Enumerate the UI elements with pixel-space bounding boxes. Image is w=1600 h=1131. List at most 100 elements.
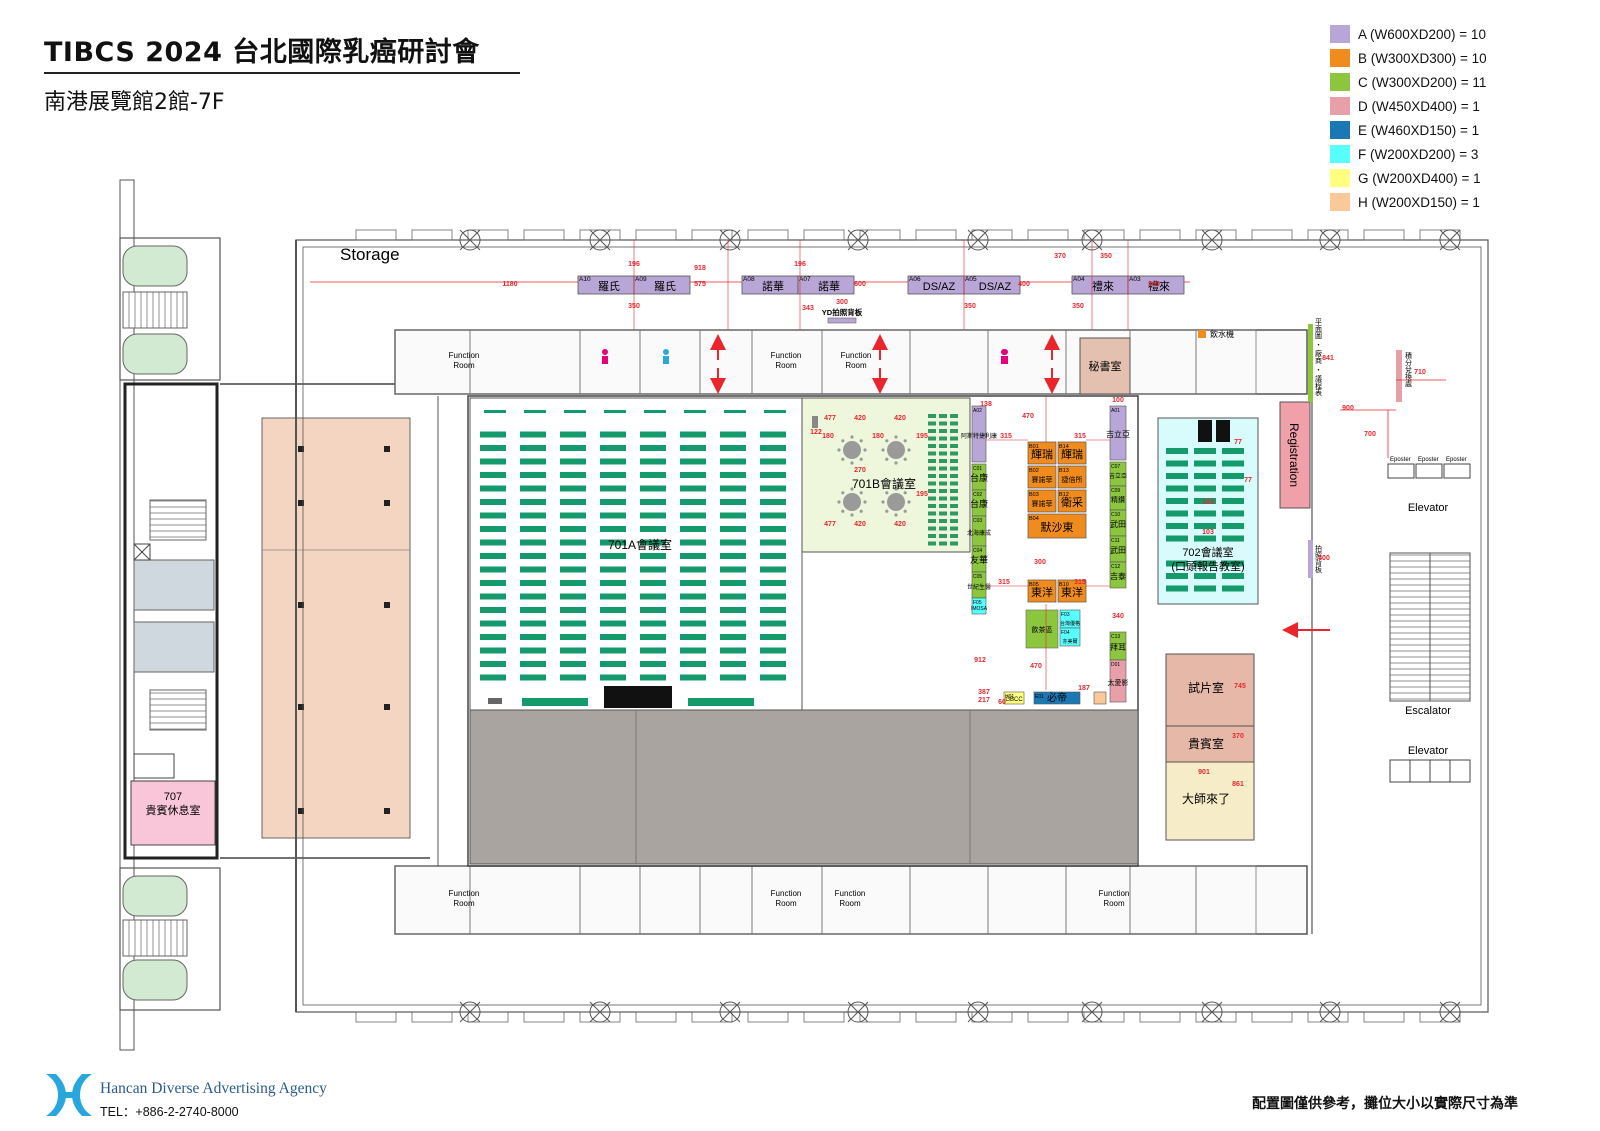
seat-row [520, 620, 546, 627]
seat-row [520, 499, 546, 505]
window [1251, 229, 1293, 241]
seat-row [600, 458, 626, 465]
seat-row [600, 472, 626, 478]
seat [950, 459, 958, 463]
dimension-label: 420 [894, 415, 906, 422]
booth-name: DS/AZ [979, 281, 1012, 293]
secretary-room [1079, 337, 1131, 395]
seat-row [680, 566, 706, 573]
seat-row [520, 674, 546, 681]
seat-row [760, 485, 786, 492]
dimension-label: 343 [802, 305, 814, 312]
column [967, 1001, 989, 1023]
dimension-label: 710 [1414, 369, 1426, 376]
seat-row [680, 661, 706, 667]
booth-code: A01 [1111, 408, 1120, 414]
function-room-label: Function [771, 351, 802, 360]
seat-row [640, 661, 666, 667]
function-room-label: Room [775, 899, 797, 908]
seat-row [720, 620, 746, 627]
window [355, 229, 397, 241]
column [589, 229, 611, 251]
function-room-label: Function [449, 351, 480, 360]
booth-b04 [1027, 513, 1087, 539]
seat-row [640, 431, 666, 438]
dimension-label: 340 [1112, 613, 1124, 620]
seat [939, 451, 947, 456]
dimension-label: 387 [978, 689, 990, 696]
window [1139, 1011, 1181, 1023]
seat-row [720, 512, 746, 519]
agency-logo-icon [46, 1074, 92, 1116]
pillar [298, 704, 304, 710]
legend-item: G (W200XD400) = 1 [1330, 166, 1487, 190]
seat-row [1166, 448, 1188, 454]
seat [939, 414, 947, 418]
eposter-stands [1387, 463, 1471, 479]
seat [928, 541, 936, 546]
dimension-label: 100 [1112, 397, 1124, 404]
left-tower [119, 179, 221, 1051]
seat [939, 541, 947, 546]
seat-row [600, 647, 626, 654]
seat-row [1222, 448, 1244, 454]
booth-code: C03 [973, 518, 982, 524]
seat-row [640, 445, 666, 451]
seat-row [760, 472, 786, 478]
booth-name: 諾華 [818, 279, 840, 293]
seat-row [720, 458, 746, 465]
seat-row [680, 647, 706, 654]
restroom-icon [602, 349, 608, 355]
booth-name: 禮來 [1092, 280, 1114, 293]
booth-name: 拜耳 [1110, 642, 1126, 652]
column [1319, 229, 1341, 251]
dimension-label: 575 [694, 281, 706, 288]
dimension-label: 400 [1018, 281, 1030, 288]
legend-label: F (W200XD200) = 3 [1358, 146, 1479, 162]
window [1027, 1011, 1069, 1023]
function-room-label: Room [845, 361, 867, 370]
seat [950, 451, 958, 456]
seat [939, 489, 947, 493]
seat-row [480, 634, 506, 640]
booth-code: C13 [1111, 634, 1120, 640]
dimension-label: 470 [1030, 663, 1042, 670]
booth-b01 [1027, 441, 1057, 465]
seat-row [480, 526, 506, 532]
dimension-label: 77 [1234, 439, 1242, 446]
seat-row [680, 499, 706, 505]
dimension-label: 700 [1364, 431, 1376, 438]
dimension-label: 370 [1232, 733, 1244, 740]
seat-row [760, 593, 786, 600]
booth-h01 [1003, 691, 1025, 705]
booth-code: A08 [743, 276, 755, 283]
booth-name: 輝瑞 [1061, 447, 1083, 461]
vip-room-label: 貴賓室 [1188, 736, 1224, 751]
seat-row [640, 472, 666, 478]
seat-row [600, 445, 626, 451]
seat-row [760, 620, 786, 627]
legend-item: B (W300XD300) = 10 [1330, 46, 1487, 70]
function-room-label: Room [1103, 899, 1125, 908]
window [691, 229, 733, 241]
seat-row [560, 580, 586, 586]
seat-row [520, 431, 546, 438]
booth-code: C01 [973, 466, 982, 472]
seat-row [520, 458, 546, 465]
seat-row [480, 566, 506, 573]
booth-a01 [1109, 405, 1127, 461]
seat-row [1166, 510, 1188, 517]
booth-name: 羅氏 [654, 280, 676, 293]
window [1363, 1011, 1405, 1023]
window [523, 1011, 565, 1023]
agency-phone: TEL：+886-2-2740-8000 [100, 1105, 239, 1119]
seat [928, 534, 936, 538]
elevator-bottom [1389, 759, 1471, 783]
seat-row [720, 472, 746, 478]
seat-row [520, 445, 546, 451]
seat-row [600, 499, 626, 505]
booth-a02 [971, 405, 987, 463]
window [859, 229, 901, 241]
